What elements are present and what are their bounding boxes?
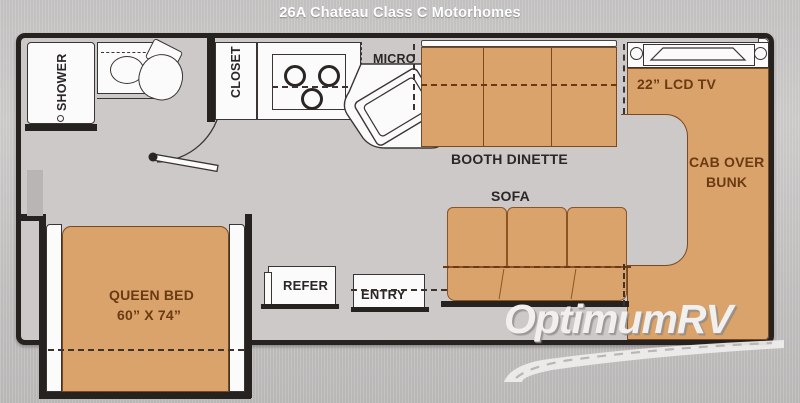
galley-overhead-dashed-line (272, 86, 368, 88)
sofa-back-cushion (447, 207, 507, 267)
sofa-base-wall (441, 301, 629, 307)
sofa-back-cushion (507, 207, 567, 267)
room-label-queen-bed-line1: QUEEN BED (109, 287, 195, 303)
watermark-road-icon (504, 340, 784, 382)
burner-icon (318, 65, 340, 87)
bed-slideout-left-jamb (46, 224, 62, 392)
room-label-queen-bed-line2: 60” X 74” (117, 307, 182, 323)
entry-base-wall (351, 307, 429, 312)
sofa-seat-cushions (447, 267, 627, 301)
room-label-lcd-tv: 22” LCD TV (637, 76, 717, 92)
bathroom-partition-wall (207, 38, 215, 122)
dinette-left-dashed-edge (413, 44, 415, 110)
booth-dinette-seating (421, 47, 617, 147)
shower-drain-icon (57, 115, 64, 122)
bed-slideout-bottom-wall (39, 392, 251, 399)
vanity-apron (97, 94, 155, 99)
room-label-closet: CLOSET (229, 46, 243, 98)
dinette-window-strip (421, 40, 617, 47)
burner-icon (301, 88, 323, 110)
cab-over-bunk-notch (621, 114, 688, 266)
queen-bed-mattress (62, 226, 229, 392)
burner-icon (284, 65, 306, 87)
shower-pan (27, 42, 95, 124)
room-label-cab-over-bunk-line2: BUNK (706, 174, 748, 190)
dinette-table-dashed-line (421, 84, 617, 86)
room-label-shower: SHOWER (55, 53, 69, 111)
bed-nook-shade (27, 170, 43, 216)
bathroom-door-swing-icon (148, 100, 227, 173)
bed-slideout-left-wall (39, 214, 46, 398)
queen-bed-dashed-line (48, 349, 244, 351)
room-label-sofa: SOFA (491, 188, 530, 204)
room-label-booth-dinette: BOOTH DINETTE (451, 151, 568, 167)
refer-side-panel (264, 272, 272, 306)
bed-slideout-right-wall (245, 214, 252, 398)
mirror-dashed-line (101, 52, 151, 53)
bed-slideout-right-jamb (229, 224, 245, 392)
room-label-refer: REFER (283, 278, 329, 293)
entry-dashed-line (351, 289, 447, 291)
shower-bottom-wall (25, 124, 97, 131)
refer-base-wall (261, 304, 339, 309)
page-title: 26A Chateau Class C Motorhomes (279, 5, 521, 21)
refer-cabinet (268, 266, 336, 306)
dinette-divider (551, 47, 552, 147)
tv-screw-icon (630, 47, 643, 60)
sofa-seatback-dashed-line (443, 266, 631, 268)
sofa-right-dashed-edge (623, 264, 625, 306)
dinette-right-dashed-edge (623, 44, 625, 114)
room-label-micro: MICRO (373, 52, 416, 66)
coach-body-outline: SHOWER CLOSET MICRO (16, 33, 774, 399)
room-label-cab-over-bunk-line1: CAB OVER (689, 154, 765, 170)
dinette-divider (483, 47, 484, 147)
lcd-tv-icon (649, 47, 747, 61)
tv-screw-icon (754, 47, 767, 60)
closet-cabinet (215, 42, 257, 120)
sofa-back-cushion (567, 207, 627, 267)
bed-upper-wall (21, 214, 43, 221)
